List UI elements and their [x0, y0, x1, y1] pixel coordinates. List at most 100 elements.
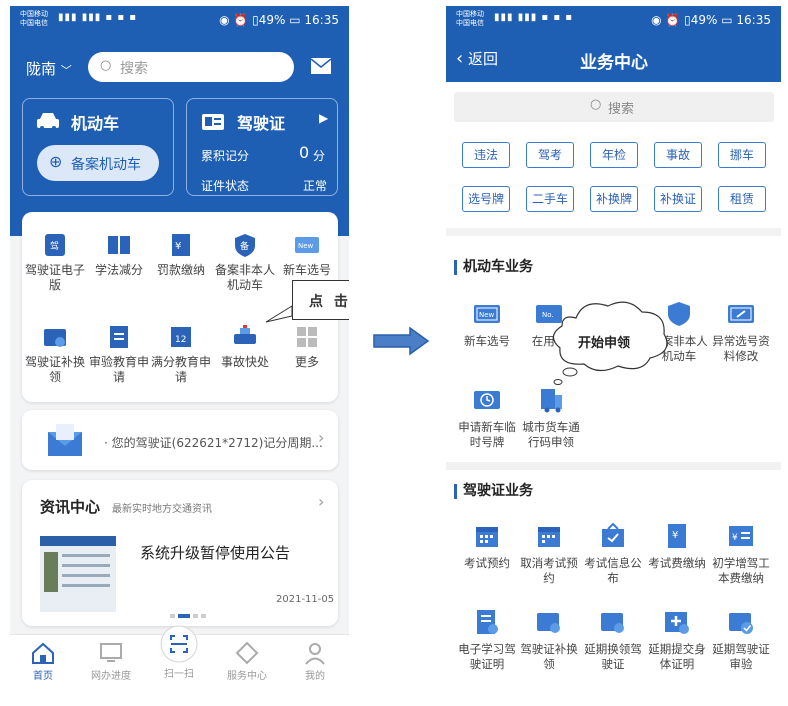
card-icon: 驾 — [45, 234, 65, 256]
scan-icon — [160, 625, 198, 663]
license-icon — [202, 114, 224, 130]
tab-home[interactable]: 首页 — [10, 635, 76, 682]
tab-profile[interactable]: 我的 — [282, 635, 348, 682]
envelope-icon — [48, 424, 82, 456]
vehicle-temp-plate[interactable]: 申请新车临时号牌 — [454, 386, 520, 450]
tab-progress[interactable]: 网办进度 — [78, 635, 144, 682]
svg-text:¥: ¥ — [175, 241, 181, 252]
license-check-icon — [729, 613, 753, 634]
chevron-right-icon[interactable]: › — [318, 492, 325, 511]
header-background — [446, 6, 781, 82]
tab-scan[interactable]: 扫一扫 — [146, 625, 212, 680]
plate-no-icon: No. — [536, 305, 562, 323]
vehicle-card[interactable]: 机动车 ⊕ 备案机动车 — [22, 98, 174, 196]
vehicle-truck-pass[interactable]: 城市货车通行码申领 — [518, 386, 584, 450]
plate-icon: New — [295, 237, 319, 253]
phone-business-center: 中国移动中国电信 ▮▮▮ ▮▮▮ ▪ ▪ ▪ ◉ ⏰ ▯49% ▭ 16:35 … — [446, 6, 781, 696]
tag-replace-license[interactable]: 补换证 — [654, 186, 702, 212]
svg-text:No.: No. — [542, 311, 554, 319]
search-input[interactable]: ○ 搜索 — [88, 52, 294, 82]
tag-rental[interactable]: 租赁 — [718, 186, 766, 212]
carousel-dots[interactable] — [170, 614, 212, 618]
svg-text:New: New — [479, 311, 495, 319]
license-e-study-proof[interactable]: 电子学习驾驶证明 — [454, 608, 520, 672]
shield-icon — [668, 302, 690, 326]
register-vehicle-button[interactable]: ⊕ 备案机动车 — [37, 145, 159, 181]
tag-replace-plate[interactable]: 补换牌 — [590, 186, 638, 212]
status-bar: 中国移动中国电信 ▮▮▮ ▮▮▮ ▪ ▪ ▪ ◉ ⏰ ▯49% ▭ 16:35 — [20, 10, 339, 27]
doc-user-icon — [477, 610, 498, 634]
book-icon — [108, 236, 130, 254]
svg-text:12: 12 — [175, 335, 186, 345]
grid-item-more[interactable]: 更多 — [276, 324, 338, 370]
svg-text:¥: ¥ — [732, 533, 738, 543]
grid-item-study-deduct[interactable]: 学法减分 — [88, 232, 150, 278]
status-bar: 中国移动中国电信 ▮▮▮ ▮▮▮ ▪ ▪ ▪ ◉ ⏰ ▯49% ▭ 16:35 — [456, 10, 771, 27]
car-icon — [37, 113, 59, 130]
notice-banner[interactable]: · 您的驾驶证(622621*2712)记分周期... › — [22, 410, 338, 470]
tag-violation[interactable]: 违法 — [462, 142, 510, 168]
svg-text:New: New — [298, 242, 314, 250]
license-extend-health-proof[interactable]: 延期提交身体证明 — [644, 608, 710, 672]
service-icon — [235, 641, 259, 665]
board-icon — [602, 522, 624, 547]
search-icon: ○ — [590, 97, 602, 112]
grid-item-inspection-education[interactable]: 审验教育申请 — [88, 324, 150, 385]
chevron-right-icon: ▶ — [319, 111, 329, 125]
home-icon — [32, 642, 54, 664]
license-card[interactable]: 驾驶证 ▶ 累积记分 0 分 证件状态 正常 — [186, 98, 338, 196]
city-selector[interactable]: 陇南 ﹀ — [26, 60, 72, 78]
calendar-icon — [476, 527, 498, 547]
license-extend-inspection[interactable]: 延期驾驶证审验 — [708, 608, 774, 672]
news-thumbnail[interactable] — [40, 536, 116, 612]
tag-move-car[interactable]: 挪车 — [718, 142, 766, 168]
back-button[interactable]: ‹ 返回 — [456, 48, 498, 69]
police-car-icon — [234, 325, 256, 344]
status-icons: ◉ ⏰ ▯ — [219, 13, 259, 27]
license-exam-info[interactable]: 考试信息公布 — [580, 522, 646, 586]
section-license-business: 驾驶证业务 — [454, 484, 533, 499]
license-learner-fee[interactable]: ¥初学增驾工本费缴纳 — [708, 522, 774, 586]
license-extend-renewal[interactable]: 延期换领驾驶证 — [580, 608, 646, 672]
tag-used-car[interactable]: 二手车 — [526, 186, 574, 212]
plate-edit-icon — [728, 305, 754, 323]
chevron-right-icon: › — [318, 428, 325, 447]
divider — [446, 462, 781, 470]
vehicle-abnormal-plate-edit[interactable]: 异常选号资料修改 — [708, 300, 774, 364]
medical-clock-icon — [665, 612, 689, 634]
tag-select-plate[interactable]: 选号牌 — [462, 186, 510, 212]
receipt-icon: ¥ — [668, 524, 686, 548]
license-cancel-booking[interactable]: 取消考试预约 — [516, 522, 582, 586]
tab-service-center[interactable]: 服务中心 — [214, 635, 280, 682]
grid-item-accident-quick[interactable]: 事故快处 — [214, 324, 276, 370]
truck-icon — [541, 389, 562, 413]
tag-accident[interactable]: 事故 — [654, 142, 702, 168]
plate-clock-icon — [474, 391, 500, 409]
chevron-down-icon: ﹀ — [60, 64, 72, 77]
svg-text:¥: ¥ — [672, 530, 678, 541]
tag-annual-inspection[interactable]: 年检 — [590, 142, 638, 168]
document-icon — [110, 326, 128, 348]
more-grid-icon — [297, 327, 317, 347]
grid-item-fine-payment[interactable]: ¥罚款缴纳 — [150, 232, 212, 278]
grid-item-license-replace[interactable]: 驾驶证补换领 — [24, 324, 86, 385]
status-icons: ◉ ⏰ ▯ — [651, 13, 691, 27]
signal-icon: ▮▮▮ ▮▮▮ ▪ ▪ ▪ — [494, 12, 574, 23]
license-replace[interactable]: 驾驶证补换领 — [516, 608, 582, 672]
page-title: 业务中心 — [580, 53, 648, 73]
license-exam-fee[interactable]: ¥考试费缴纳 — [644, 522, 710, 571]
license-exam-booking[interactable]: 考试预约 — [454, 522, 520, 571]
grid-item-register-non-owner[interactable]: 备备案非本人机动车 — [214, 232, 276, 293]
search-input[interactable]: ○ 搜索 — [454, 92, 774, 122]
news-center: 资讯中心 最新实时地方交通资讯 › 系统升级暂停使用公告 2021-11-05 — [22, 480, 338, 626]
grid-item-e-license[interactable]: 驾驾驶证电子版 — [24, 232, 86, 293]
divider — [446, 228, 781, 236]
mail-icon[interactable] — [310, 57, 332, 75]
tag-driving-test[interactable]: 驾考 — [526, 142, 574, 168]
user-icon — [305, 643, 325, 665]
callout-tail — [265, 305, 293, 323]
